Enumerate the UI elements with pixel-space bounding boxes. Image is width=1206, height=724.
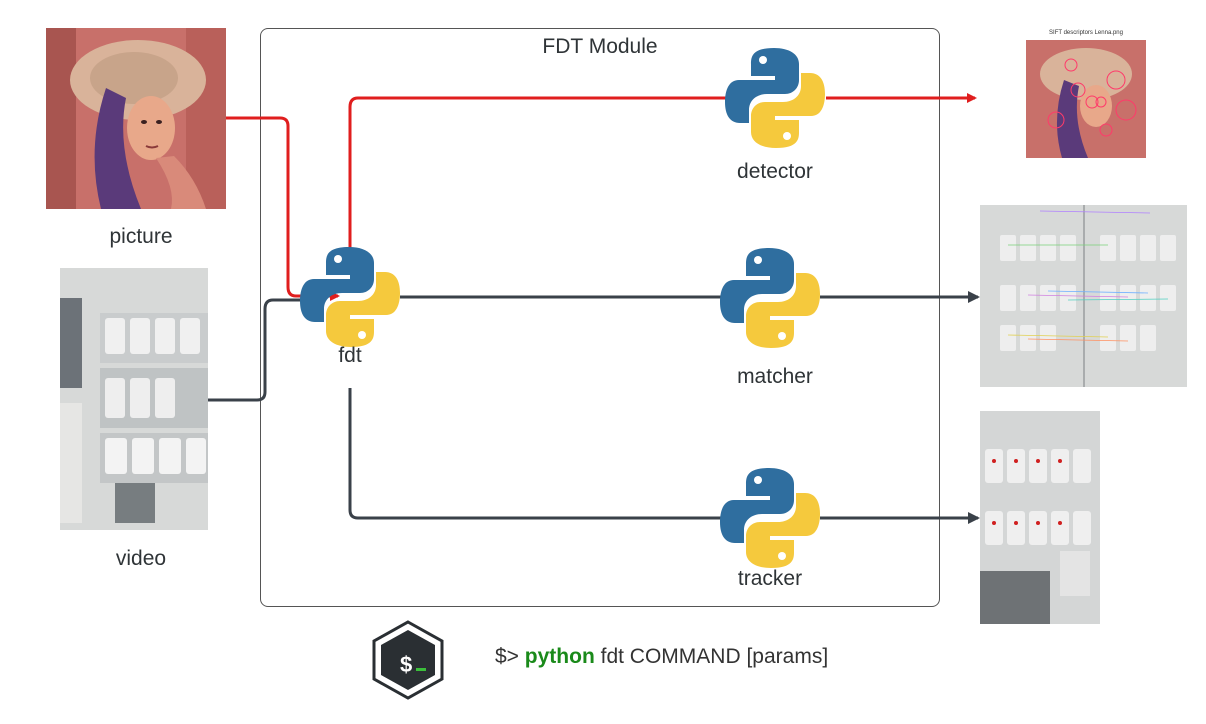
module-title: FDT Module [542, 35, 658, 58]
detector-python-icon [725, 48, 825, 148]
fdt-label: fdt [338, 344, 362, 367]
matcher-python-icon [720, 248, 820, 348]
tracker-output-thumbnail [980, 411, 1100, 624]
fdt-python-icon [300, 247, 400, 347]
connector-picture-to-fdt [226, 116, 340, 301]
detector-output-thumbnail [1026, 40, 1146, 158]
tracker-python-icon [720, 468, 820, 568]
tracker-label: tracker [737, 567, 803, 590]
video-label: video [115, 547, 167, 570]
picture-label: picture [109, 225, 173, 248]
command-arguments: fdt COMMAND [params] [600, 645, 829, 668]
command-prompt: $> [495, 645, 519, 668]
picture-input-thumbnail [46, 28, 226, 209]
matcher-label: matcher [737, 365, 813, 388]
command-program: python [524, 645, 595, 668]
connector-fdt-to-detector [348, 93, 750, 248]
video-input-thumbnail [60, 268, 208, 530]
connector-fdt-to-tracker [348, 388, 744, 524]
connector-video-to-fdt [208, 294, 314, 402]
bash-terminal-icon: $ [372, 620, 444, 700]
detector-output-caption: SIFT descriptors Lenna.png [1049, 30, 1123, 36]
matcher-output-thumbnail [980, 205, 1187, 387]
command-line-text: $> python fdt COMMAND [params] [495, 645, 828, 669]
detector-label: detector [737, 160, 813, 183]
fdt-module-container [260, 28, 940, 607]
svg-text:$: $ [400, 652, 412, 677]
